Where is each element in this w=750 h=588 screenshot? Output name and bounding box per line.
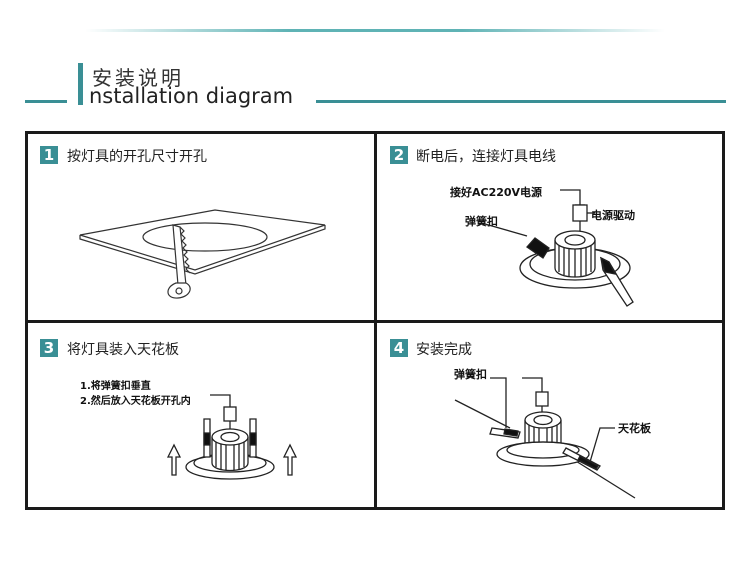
step-4-number: 4 xyxy=(390,339,408,357)
ceiling-label: 天花板 xyxy=(618,422,651,435)
cutting-hole-illustration xyxy=(79,209,326,299)
step-3-title: 将灯具装入天花板 xyxy=(67,342,179,358)
instruction-line-1: 1.将弹簧扣垂直 xyxy=(80,381,151,392)
step-2-number: 2 xyxy=(390,146,408,164)
step-3-number: 3 xyxy=(40,339,58,357)
installed-illustration xyxy=(454,377,636,499)
power-supply-label: 接好AC220V电源 xyxy=(450,186,543,199)
header-rule-right xyxy=(316,100,726,103)
spring-clip-label-installed: 弹簧扣 xyxy=(454,368,487,381)
instruction-line-2: 2.然后放入天花板开孔内 xyxy=(80,396,191,407)
step-1-title: 按灯具的开孔尺寸开孔 xyxy=(67,149,207,165)
page-title-cn: 安装说明 xyxy=(92,66,184,90)
step-1-number: 1 xyxy=(40,146,58,164)
top-decorative-line xyxy=(85,29,665,32)
page-title-en: nstallation diagram xyxy=(89,84,294,108)
header-accent-bar xyxy=(78,63,83,105)
step-4-title: 安装完成 xyxy=(416,342,472,358)
wiring-illustration xyxy=(484,189,634,307)
mount-into-ceiling-illustration xyxy=(166,394,298,480)
driver-label: 电源驱动 xyxy=(591,209,635,222)
header-rule-left xyxy=(25,100,67,103)
step-2-title: 断电后，连接灯具电线 xyxy=(416,149,556,165)
grid-divider-horizontal xyxy=(25,320,725,323)
